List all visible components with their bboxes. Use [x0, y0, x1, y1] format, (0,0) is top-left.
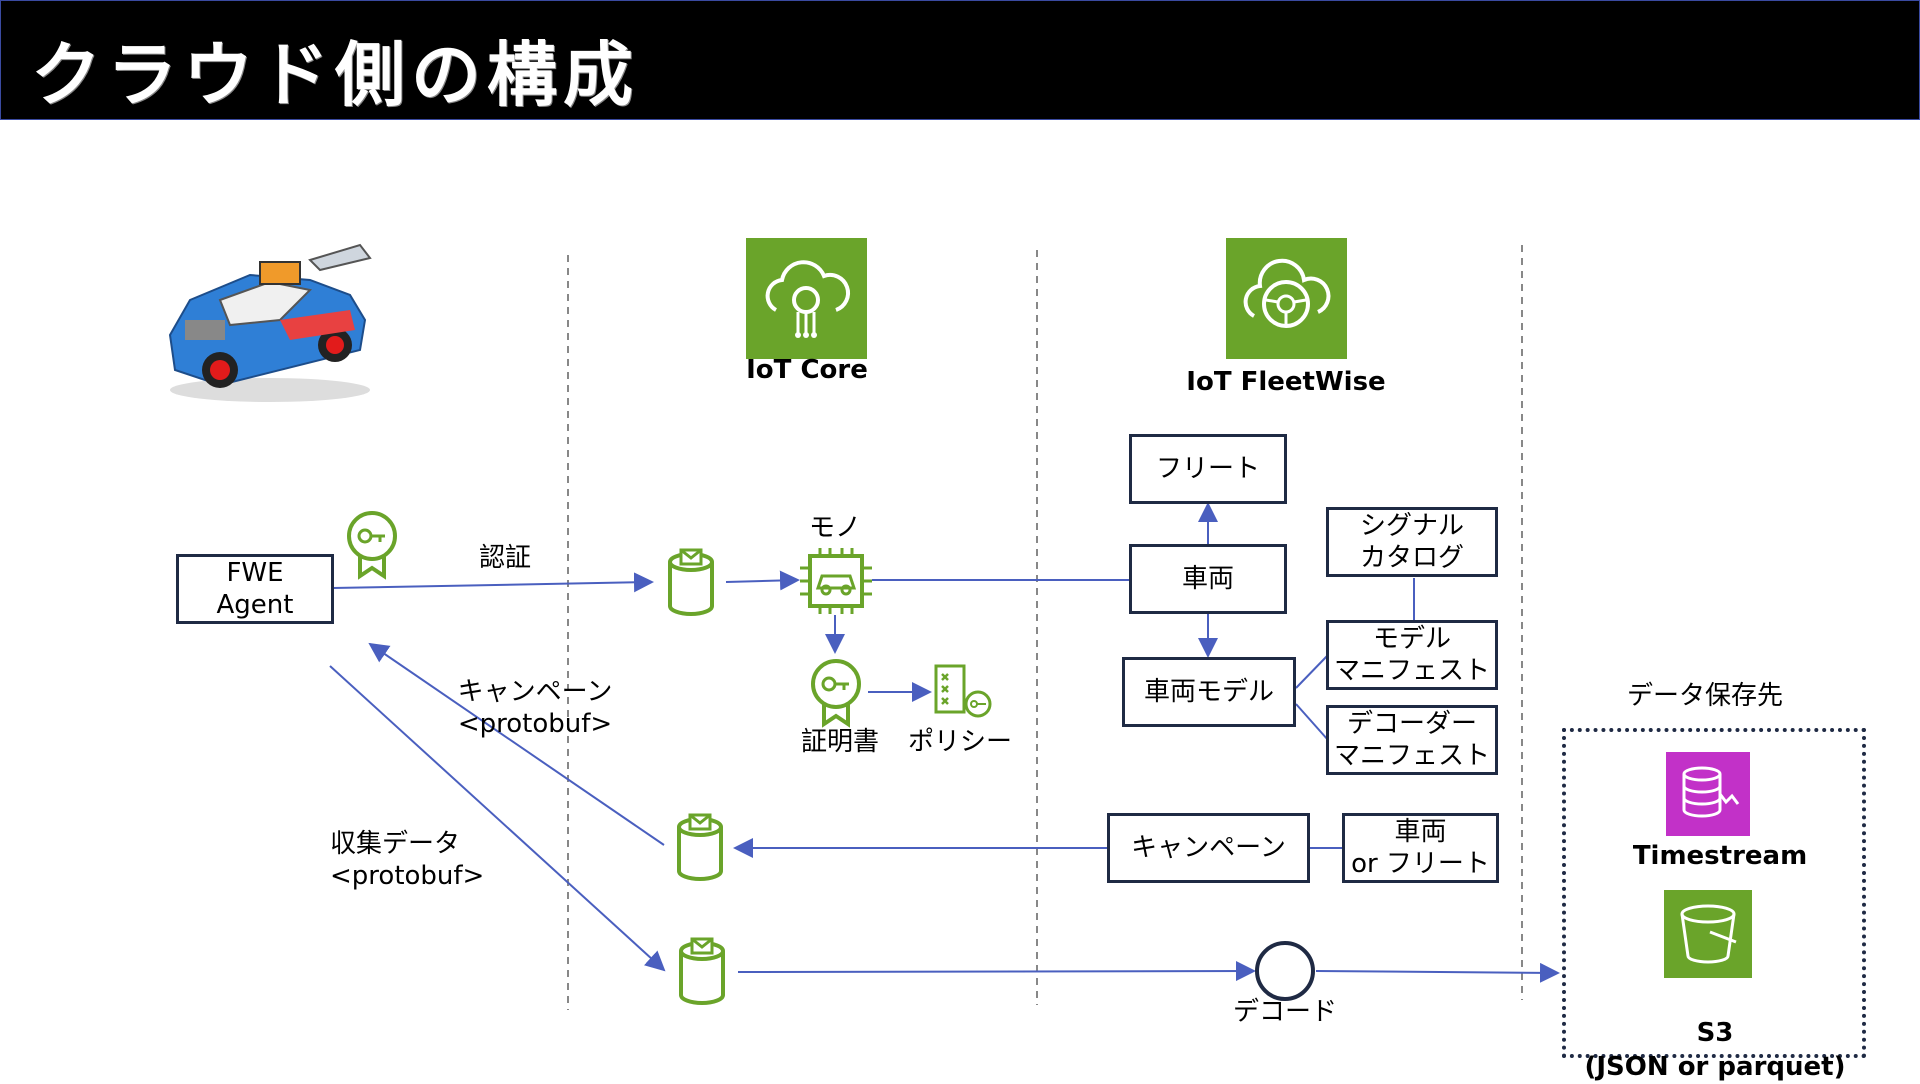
vehicle-label: 車両: [1181, 564, 1234, 594]
line-endpoint-decode: [737, 961, 1256, 982]
decoder-manifest-label: デコーダー マニフェスト: [1333, 709, 1490, 771]
line-model-modelmanifest: [1295, 654, 1329, 689]
arrow-campaign-agent: [368, 642, 665, 846]
arrow-auth: [332, 572, 654, 593]
policy-icon: [934, 664, 992, 718]
fwe-agent-label: FWE Agent: [216, 558, 294, 620]
decoder-manifest-box: デコーダー マニフェスト: [1326, 705, 1498, 775]
decode-node: [1255, 941, 1315, 1001]
thing-icon: [800, 548, 872, 614]
decode-label: デコード: [1232, 997, 1337, 1027]
arrow-decode-storage: [1315, 962, 1560, 983]
destination-title: データ保存先: [1626, 681, 1783, 711]
s3-text: S3 (JSON or parquet): [1584, 1018, 1846, 1082]
iot-core-label: IoT Core: [746, 355, 868, 385]
endpoint-data-icon: [679, 937, 725, 1005]
collected-protobuf-text: 収集データ <protobuf>: [330, 829, 485, 891]
agent-certificate-icon: [347, 511, 397, 580]
campaign-protobuf-label: キャンペーン <protobuf>: [440, 644, 630, 740]
certificate-label: 証明書: [800, 727, 879, 757]
line-model-decodermanifest: [1295, 703, 1329, 741]
arrow-collected-endpoint: [329, 665, 666, 972]
destination-box: [1562, 728, 1866, 1058]
model-manifest-label: モデル マニフェスト: [1333, 624, 1490, 686]
vehicle-or-fleet-box: 車両 or フリート: [1342, 813, 1499, 883]
vehicle-or-fleet-label: 車両 or フリート: [1351, 817, 1490, 879]
timestream-label: Timestream: [1632, 841, 1808, 871]
fwe-agent-box: FWE Agent: [176, 554, 334, 624]
signal-catalog-label: シグナル カタログ: [1359, 511, 1464, 573]
vehicle-model-box: 車両モデル: [1122, 657, 1296, 727]
campaign-label: キャンペーン: [1131, 833, 1286, 863]
s3-icon: [1664, 890, 1752, 978]
campaign-protobuf-text: キャンペーン <protobuf>: [457, 677, 613, 739]
timestream-icon: [1666, 752, 1750, 836]
vehicle-box: 車両: [1129, 544, 1287, 614]
auth-label: 認証: [478, 543, 531, 573]
model-manifest-box: モデル マニフェスト: [1326, 620, 1498, 690]
vehicle-car-image: [168, 243, 372, 402]
page-title: クラウド側の構成: [31, 34, 639, 116]
campaign-box: キャンペーン: [1107, 813, 1310, 883]
policy-label: ポリシー: [907, 727, 1012, 757]
fleet-box: フリート: [1129, 434, 1287, 504]
arrow-endpoint-thing: [725, 570, 800, 591]
endpoint-auth-icon: [668, 548, 714, 616]
title-bar: クラウド側の構成: [0, 0, 1920, 120]
iot-fleetwise-label: IoT FleetWise: [1186, 367, 1386, 397]
s3-label: S3 (JSON or parquet): [1580, 982, 1850, 1084]
thing-label: モノ: [808, 513, 861, 543]
certificate-icon: [811, 659, 861, 728]
endpoint-campaign-icon: [677, 813, 723, 881]
collected-protobuf-label: 収集データ <protobuf>: [330, 796, 490, 892]
fleet-label: フリート: [1155, 454, 1260, 484]
iot-core-icon: [746, 238, 867, 359]
vehicle-model-label: 車両モデル: [1143, 677, 1274, 707]
signal-catalog-box: シグナル カタログ: [1326, 507, 1498, 577]
iot-fleetwise-icon: [1226, 238, 1347, 359]
